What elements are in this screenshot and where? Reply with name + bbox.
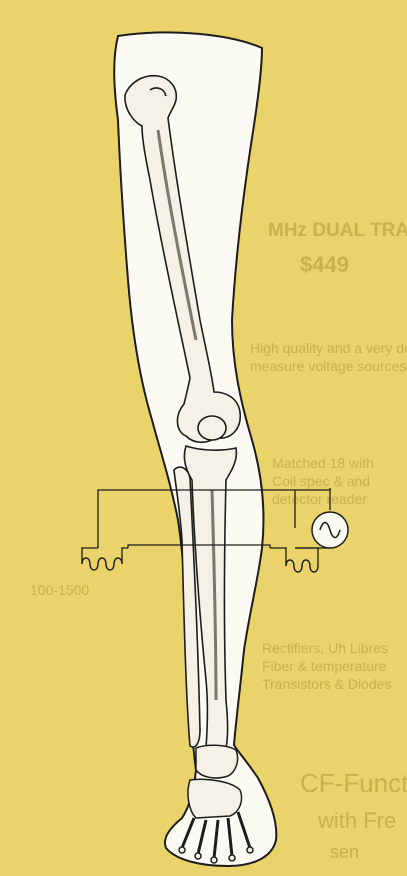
left-coil-icon <box>82 558 122 570</box>
patella-bone <box>198 416 226 440</box>
right-coil-icon <box>286 560 318 572</box>
ac-source-icon <box>312 512 348 548</box>
